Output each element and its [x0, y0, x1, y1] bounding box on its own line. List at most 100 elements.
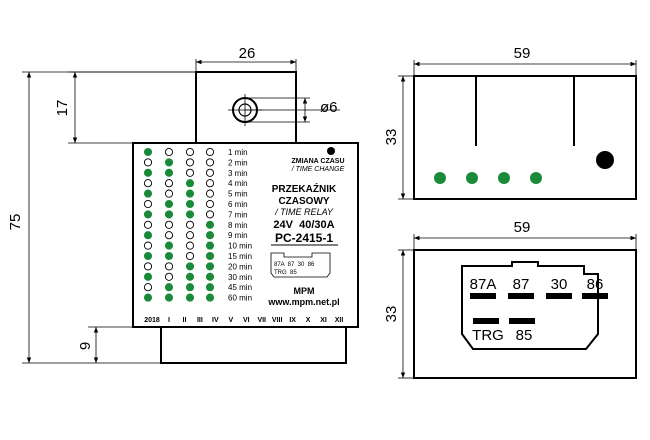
month-label: XI	[320, 317, 327, 324]
connector-pin-label: 87	[513, 276, 530, 293]
dip-led-on	[143, 168, 153, 177]
dip-led-on	[143, 231, 153, 240]
connector-pin-label: TRG	[472, 327, 504, 344]
side-led	[530, 172, 542, 184]
time-option-label: 10 min	[228, 242, 252, 251]
month-label: IX	[289, 317, 296, 324]
dip-led-on	[205, 241, 215, 250]
connector-terminal	[508, 293, 534, 299]
month-label: V	[228, 317, 233, 324]
dip-led-off	[143, 241, 153, 250]
dip-led-on	[185, 199, 195, 209]
dip-led-on	[143, 210, 153, 219]
dip-led-on	[164, 241, 174, 250]
month-label: VII	[257, 317, 266, 324]
month-label: I	[168, 317, 170, 324]
dip-led-on	[185, 283, 195, 292]
connector-pin-label: 87A	[470, 276, 497, 293]
dip-led-off	[185, 241, 195, 250]
model-label: PC-2415-1	[275, 231, 333, 245]
dip-led-off	[185, 251, 195, 261]
website-label: www.mpm.net.pl	[267, 297, 339, 307]
year-label: 2018	[144, 317, 160, 324]
month-label: VIII	[272, 317, 283, 324]
month-label: IV	[212, 317, 219, 324]
product-name-en: / TIME RELAY	[274, 207, 334, 217]
time-option-label: 4 min	[228, 179, 248, 188]
dip-led-on	[143, 293, 153, 302]
dip-led-off	[164, 189, 174, 198]
dip-led-on	[143, 147, 153, 157]
dip-led-off	[205, 210, 215, 219]
rating-label: 24V 40/30A	[273, 219, 334, 231]
time-change-button[interactable]	[327, 147, 335, 155]
dim-base-height: 9	[77, 342, 94, 350]
dip-led-on	[205, 293, 215, 302]
dip-led-on	[164, 283, 174, 292]
dip-led-on	[143, 272, 153, 281]
dip-led-off	[143, 283, 153, 292]
dim-end-height: 33	[383, 306, 400, 323]
dip-led-on	[164, 293, 174, 302]
dip-led-off	[205, 179, 215, 188]
dim-side-height: 33	[383, 129, 400, 146]
dip-led-off	[205, 168, 215, 177]
time-option-label: 60 min	[228, 294, 252, 303]
time-option-label: 7 min	[228, 210, 248, 219]
connector-terminal	[582, 293, 608, 299]
dip-led-off	[143, 179, 153, 188]
dip-led-off	[185, 168, 195, 177]
dip-led-on	[185, 210, 195, 219]
dip-led-off	[185, 231, 195, 240]
dip-led-off	[164, 262, 174, 271]
dip-led-on	[185, 293, 195, 302]
dim-total-height: 75	[7, 214, 24, 231]
month-label: II	[183, 317, 187, 324]
time-option-label: 2 min	[228, 158, 248, 167]
dip-led-on	[164, 158, 174, 167]
dip-led-on	[185, 272, 195, 281]
time-option-label: 6 min	[228, 200, 248, 209]
time-option-label: 8 min	[228, 221, 248, 230]
dip-led-on	[185, 179, 195, 188]
dip-led-off	[143, 158, 153, 167]
month-label: III	[197, 317, 203, 324]
side-led	[466, 172, 478, 184]
dim-side-width: 59	[514, 45, 531, 62]
dip-led-on	[143, 189, 153, 198]
dip-led-off	[164, 231, 174, 240]
time-option-label: 20 min	[228, 262, 252, 271]
time-option-label: 5 min	[228, 190, 248, 199]
connector-terminal	[470, 293, 496, 299]
dip-led-off	[205, 189, 215, 198]
dip-led-on	[205, 262, 215, 271]
dip-led-off	[143, 199, 153, 209]
side-body	[413, 75, 637, 200]
dip-led-on	[205, 272, 215, 281]
connector-pin-label: 86	[587, 276, 604, 293]
dip-led-on	[164, 210, 174, 219]
product-name-pl-1: PRZEKAŹNIK	[272, 182, 337, 195]
time-option-label: 15 min	[228, 252, 252, 261]
dim-hole-diameter: ø6	[320, 99, 338, 116]
time-option-label: 45 min	[228, 283, 252, 292]
side-view: 59 33	[383, 45, 637, 200]
connector-outline	[461, 261, 599, 350]
time-option-label: 3 min	[228, 169, 248, 178]
dip-led-off	[205, 147, 215, 157]
dip-led-on	[164, 168, 174, 177]
connector-terminal	[473, 318, 499, 324]
dip-switch-matrix	[143, 147, 215, 302]
dip-led-off	[143, 262, 153, 271]
dip-led-on	[205, 220, 215, 229]
side-button	[596, 151, 614, 169]
connector-terminal	[546, 293, 572, 299]
dip-led-off	[164, 179, 174, 188]
side-led	[498, 172, 510, 184]
dip-led-off	[164, 147, 174, 157]
mini-pins-row1: 87A 87 30 86	[274, 262, 315, 268]
